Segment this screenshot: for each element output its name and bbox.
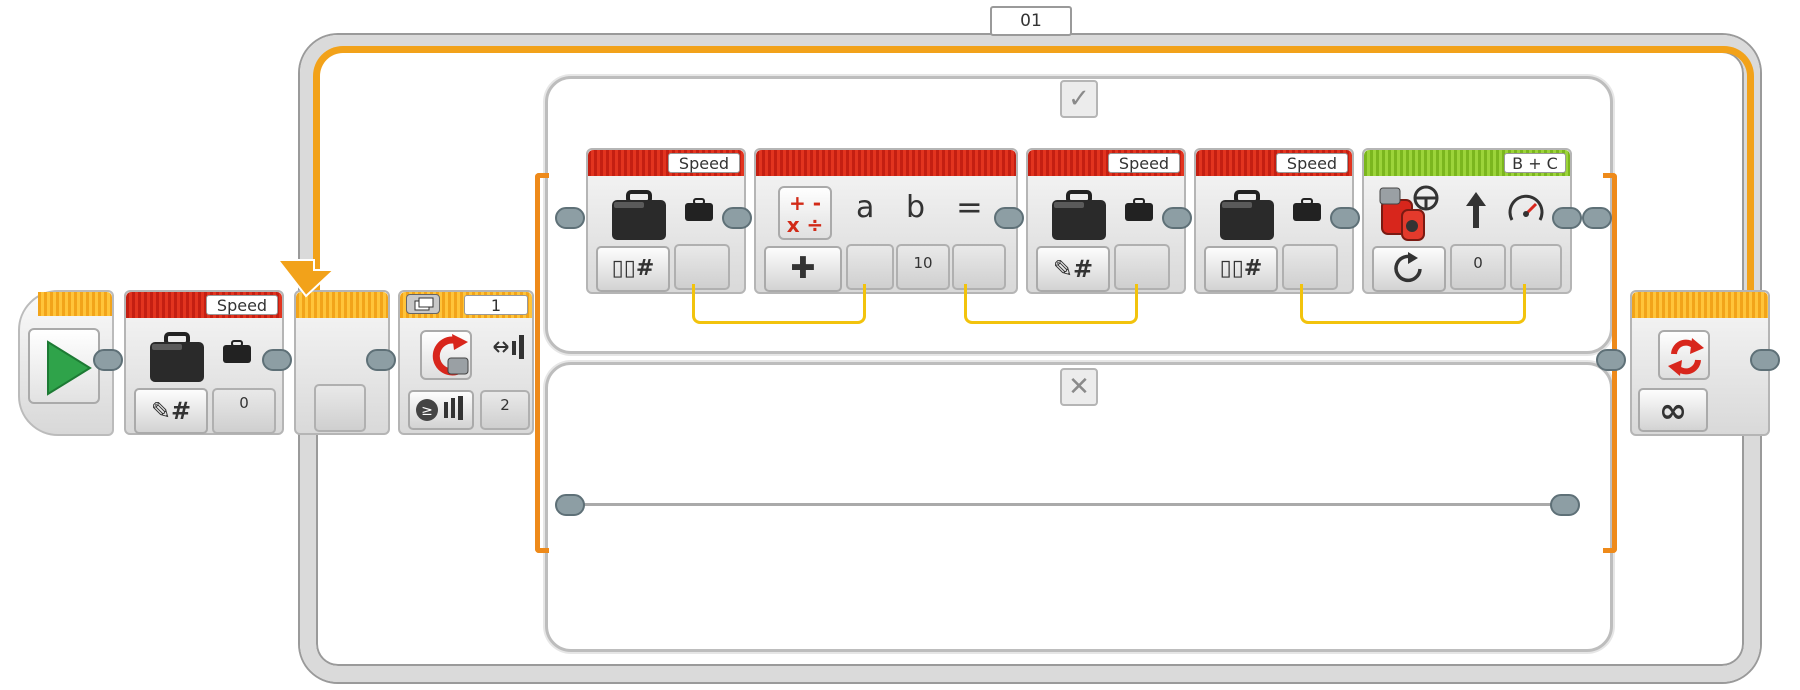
sequence-plug [555, 207, 585, 229]
value-output-port[interactable] [1282, 244, 1338, 290]
block-header [296, 292, 388, 318]
sequence-plug [366, 349, 396, 371]
view-toggle-icon [414, 297, 434, 311]
on-mode-icon [1394, 252, 1422, 283]
loop-repeat-icon [1668, 338, 1704, 376]
switch-port-label[interactable]: 1 [464, 295, 528, 315]
value-input-port[interactable] [212, 388, 276, 434]
sequence-plug [555, 494, 585, 516]
variable-mode-selector[interactable]: ✎# [1036, 246, 1110, 292]
input-b-label: b [906, 190, 926, 225]
loop-name-label[interactable]: 01 [990, 6, 1072, 36]
variable-mode-selector[interactable]: ✎# [134, 388, 208, 434]
sequence-plug [93, 349, 123, 371]
motor-ports-label[interactable]: B + C [1504, 153, 1566, 173]
power-input-port[interactable] [1510, 244, 1562, 290]
switch-view-toggle[interactable] [406, 294, 440, 314]
variable-name-label[interactable]: Speed [1276, 153, 1348, 173]
speed-gauge-icon [1508, 194, 1544, 221]
briefcase-small-icon [223, 340, 251, 363]
block-header [756, 150, 1016, 176]
case-false-tab[interactable]: ✕ [1060, 368, 1098, 406]
briefcase-icon [612, 190, 666, 240]
input-a-port[interactable] [846, 244, 894, 290]
sequence-plug [1550, 494, 1580, 516]
motor-rotation-icon [432, 334, 469, 376]
threshold-input-port[interactable] [480, 390, 530, 430]
input-b-port[interactable] [896, 244, 950, 290]
data-wire-speed-to-power [1300, 284, 1526, 324]
play-icon [47, 340, 92, 396]
result-output-port[interactable] [952, 244, 1006, 290]
variable-block-1[interactable]: Speed ✎# 0 [124, 290, 284, 435]
briefcase-icon [150, 332, 204, 382]
math-operations-icon[interactable]: + - x ÷ [778, 186, 832, 240]
data-wire-speed-to-a [692, 284, 866, 324]
case-true-tab[interactable]: ✓ [1060, 80, 1098, 118]
steering-input-port[interactable] [1450, 244, 1506, 290]
variable-block-2[interactable]: Speed ▯▯# [586, 148, 746, 294]
sequence-plug [1162, 207, 1192, 229]
sequence-plug [994, 207, 1024, 229]
threshold-input[interactable]: 2 [500, 396, 510, 414]
sequence-plug [262, 349, 292, 371]
sequence-plug [1596, 349, 1626, 371]
loop-mode-selector[interactable]: ∞ [1638, 388, 1708, 432]
loop-return-wire [313, 46, 1754, 296]
compare-mode-selector[interactable]: ≥ [408, 390, 474, 430]
input-b-value[interactable]: 10 [913, 254, 933, 272]
loop-start-arrow-icon [276, 259, 336, 298]
variable-name-label[interactable]: Speed [1108, 153, 1180, 173]
briefcase-icon [1052, 190, 1106, 240]
briefcase-small-icon [1125, 198, 1153, 221]
math-mode-selector[interactable]: ✚ [764, 246, 842, 292]
variable-mode-selector[interactable]: ▯▯# [1204, 246, 1278, 292]
steering-direction-icon [1466, 192, 1486, 228]
compare-mode-icon: ≥ [416, 396, 463, 421]
briefcase-small-icon [685, 198, 713, 221]
false-case-wire [572, 503, 1562, 506]
sequence-plug [1582, 207, 1612, 229]
svg-text:≥: ≥ [421, 403, 433, 419]
steering-motors-icon [1379, 185, 1439, 241]
switch-case-false [545, 362, 1613, 652]
variable-block-4[interactable]: Speed ▯▯# [1194, 148, 1354, 294]
steering-input[interactable]: 0 [1473, 254, 1483, 272]
switch-left-bracket [535, 173, 549, 553]
value-input-port[interactable] [1114, 244, 1170, 290]
steering-mode-selector[interactable] [1372, 246, 1446, 292]
result-label: = [956, 188, 983, 226]
briefcase-icon [1220, 190, 1274, 240]
variable-mode-selector[interactable]: ▯▯# [596, 246, 670, 292]
compare-icon [493, 335, 524, 359]
start-button[interactable] [28, 328, 100, 404]
loop-end-block[interactable]: ∞ [1630, 290, 1770, 436]
sequence-plug [722, 207, 752, 229]
value-input[interactable]: 0 [239, 394, 249, 412]
loop-condition-button[interactable] [1658, 330, 1710, 380]
data-wire-result-to-speed [964, 284, 1138, 324]
switch-block[interactable]: 1 ≥ 2 [398, 290, 534, 435]
start-block-header [38, 292, 112, 316]
sequence-plug [1330, 207, 1360, 229]
variable-block-3[interactable]: Speed ✎# [1026, 148, 1186, 294]
math-block[interactable]: + - x ÷ a b = ✚ 10 [754, 148, 1018, 294]
block-header [1632, 292, 1768, 318]
sequence-plug [1750, 349, 1780, 371]
loop-index-output[interactable] [314, 384, 366, 432]
move-steering-block[interactable]: B + C 0 [1362, 148, 1572, 294]
sequence-plug [1552, 207, 1582, 229]
value-output-port[interactable] [674, 244, 730, 290]
switch-sensor-button[interactable] [420, 330, 472, 380]
briefcase-small-icon [1293, 198, 1321, 221]
variable-name-label[interactable]: Speed [668, 153, 740, 173]
variable-name-label[interactable]: Speed [206, 295, 278, 315]
input-a-label: a [856, 190, 875, 225]
